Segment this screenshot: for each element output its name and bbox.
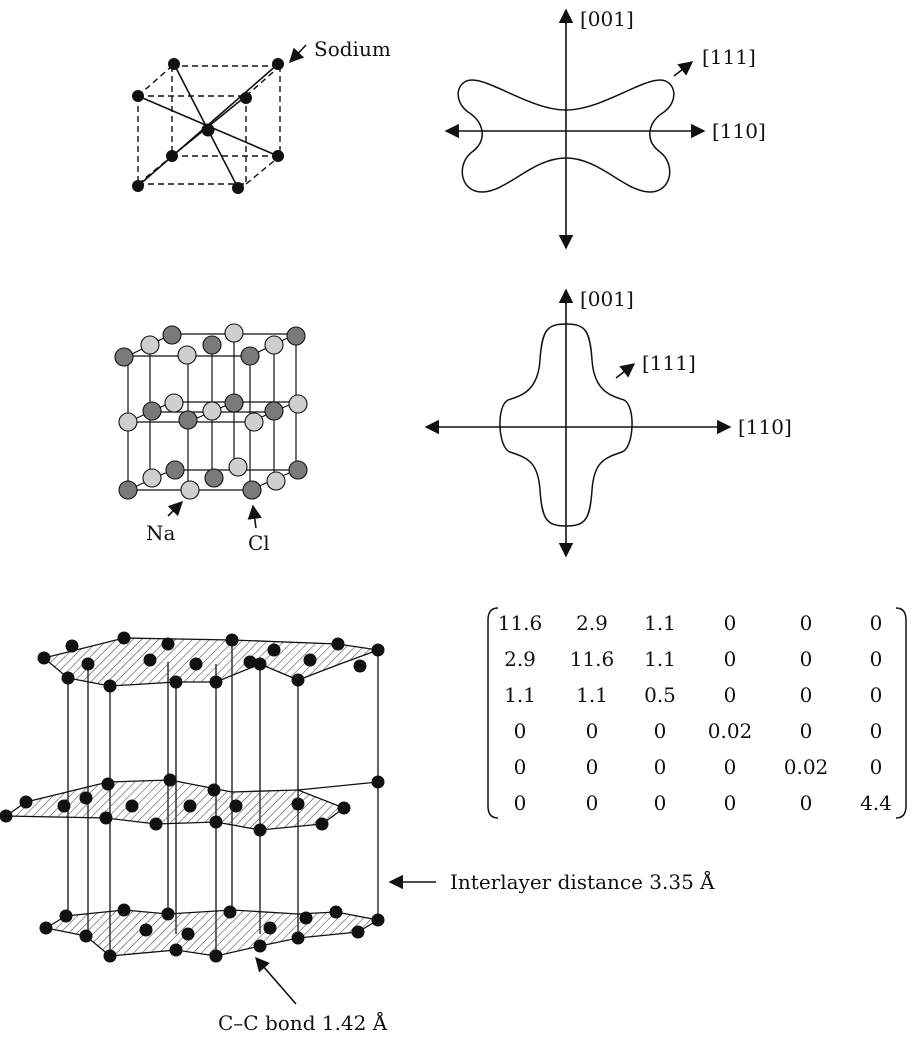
- modulus-surface-curve: [457, 79, 675, 193]
- matrix-cell: 0: [586, 791, 599, 815]
- matrix-cell: 0: [870, 683, 883, 707]
- graphite-top-layer: [37, 631, 385, 693]
- axis-110-label-2: [110]: [738, 415, 792, 439]
- matrix-cell: 0: [514, 719, 527, 743]
- matrix-cell: 0: [870, 647, 883, 671]
- matrix-cell: 0: [870, 719, 883, 743]
- sodium-pointer-arrow: [289, 44, 307, 64]
- matrix-cell: 2.9: [504, 647, 536, 671]
- matrix-cell: 0: [724, 755, 737, 779]
- matrix-cell: 1.1: [644, 611, 676, 635]
- matrix-cell: 2.9: [576, 611, 608, 635]
- matrix-cell: 1.1: [576, 683, 608, 707]
- matrix-cell: 0: [514, 791, 527, 815]
- matrix-cell: 0.02: [708, 719, 753, 743]
- matrix-left-bracket: [487, 607, 499, 819]
- stiffness-matrix: 11.6 2.9 1.1 0 0 0 2.9 11.6 1.1 0 0 0 1.1 1.1 0.5 0 0 0 0 0…: [487, 607, 907, 819]
- matrix-cell: 0: [800, 611, 813, 635]
- matrix-cell: 0: [654, 755, 667, 779]
- interlayer-distance-label: Interlayer distance 3.35 Å: [450, 869, 715, 894]
- bcc-sodium-cell: Sodium: [132, 37, 391, 194]
- matrix-cell: 1.1: [644, 647, 676, 671]
- matrix-cell: 0: [870, 611, 883, 635]
- axis-111-label: [111]: [702, 45, 756, 69]
- matrix-cell: 0: [586, 755, 599, 779]
- matrix-cell: 0: [800, 719, 813, 743]
- axis-001-label: [001]: [580, 7, 634, 31]
- matrix-cell: 0: [800, 647, 813, 671]
- bond-arrow: [255, 956, 297, 1005]
- matrix-cell: 0: [724, 791, 737, 815]
- matrix-cell: 0: [724, 647, 737, 671]
- matrix-cell: 0.02: [784, 755, 829, 779]
- axis-001-label-2: [001]: [580, 287, 634, 311]
- na-label: Na: [146, 521, 176, 545]
- matrix-cell: 0: [654, 791, 667, 815]
- nacl-crystal-cell: Na Cl: [114, 323, 308, 555]
- modulus-surface-curve-2: [499, 323, 633, 527]
- axis-111-label-2: [111]: [642, 351, 696, 375]
- matrix-cell: 4.4: [860, 791, 892, 815]
- graphite-structure: Interlayer distance 3.35 Å C–C bond 1.42…: [0, 631, 715, 1035]
- axis-110-label: [110]: [712, 119, 766, 143]
- matrix-cell: 0: [514, 755, 527, 779]
- matrix-cell: 0: [800, 683, 813, 707]
- matrix-cell: 0.5: [644, 683, 676, 707]
- matrix-cell: 0: [586, 719, 599, 743]
- cc-bond-label: C–C bond 1.42 Å: [218, 1010, 388, 1035]
- matrix-cell: 11.6: [570, 647, 615, 671]
- graphite-middle-layer: [0, 773, 385, 837]
- matrix-cell: 0: [724, 611, 737, 635]
- cl-label: Cl: [248, 531, 270, 555]
- matrix-cell: 0: [870, 755, 883, 779]
- matrix-cell: 1.1: [504, 683, 536, 707]
- matrix-cell: 0: [800, 791, 813, 815]
- matrix-right-bracket: [895, 607, 907, 819]
- graphite-bottom-layer: [39, 903, 385, 963]
- modulus-plot-top: [001] [111] [110]: [444, 7, 766, 250]
- matrix-cell: 11.6: [498, 611, 543, 635]
- sodium-label: Sodium: [314, 37, 391, 61]
- modulus-plot-middle: [001] [111] [110]: [424, 287, 792, 558]
- matrix-cell: 0: [724, 683, 737, 707]
- matrix-cell: 0: [654, 719, 667, 743]
